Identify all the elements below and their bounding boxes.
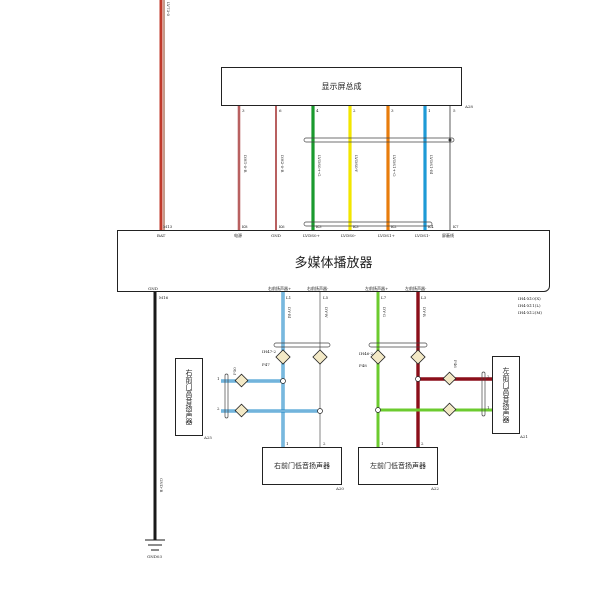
display-assembly-box: 显示屏总成: [221, 67, 462, 106]
player-pin-label: LVDS0+: [303, 233, 320, 238]
shield-junction: [448, 138, 452, 142]
player-connector-id: IH4-X10(X): [518, 296, 541, 301]
wire-code-lf2: DY-R: [422, 307, 427, 317]
player-pin: K4: [428, 224, 434, 229]
rf-woofer-wires: [281, 292, 321, 447]
player-pin: K6: [279, 224, 285, 229]
lf-tweeter-label: 左前门高音扬声器: [502, 367, 510, 423]
lf-tweeter-box: 左前门高音扬声器: [492, 356, 520, 434]
display-pin: 4: [316, 108, 319, 113]
player-pin: M16: [159, 295, 169, 300]
player-pin-label: 电源: [234, 233, 242, 238]
player-pin-label: 左前扬声器+: [365, 286, 389, 291]
player-pin: L3: [421, 295, 427, 300]
inline-connector-label: P46: [453, 360, 458, 368]
player-pin: L5: [323, 295, 329, 300]
connector-a22-label: A22: [431, 486, 439, 491]
display-pin: 6: [279, 108, 282, 113]
lf-tweeter-wires: [378, 377, 492, 412]
player-pin-label: BAT: [157, 233, 166, 238]
connector-a21-label: A21: [520, 434, 528, 439]
rf-tweeter-wires: [221, 379, 320, 413]
inline-connector-label: IH47-2: [262, 349, 277, 354]
player-pin: K8: [242, 224, 248, 229]
player-pin: K2: [391, 224, 397, 229]
wire-code-lvds1p: LVDS1+-O: [392, 155, 397, 177]
player-pin: K7: [453, 224, 459, 229]
inline-connector-label: P47: [262, 362, 270, 367]
speaker-pin: 1: [487, 405, 490, 410]
shield-bundle-marks: [303, 137, 455, 227]
wire-code-lvds0p: LVDS0+-G: [317, 155, 322, 177]
player-pin: L7: [381, 295, 387, 300]
player-pin: L1: [286, 295, 292, 300]
player-pin: K3: [353, 224, 359, 229]
speaker-pin: 2: [323, 441, 326, 446]
speaker-pin: 1: [381, 441, 384, 446]
splice-dots: [280, 376, 421, 414]
speaker-pin: 2: [487, 374, 490, 379]
player-pin-label: GND: [148, 286, 158, 291]
wire-code-gnd-main: GND-B: [159, 478, 164, 493]
rf-woofer-label: 右前门低音扬声器: [274, 462, 330, 470]
wire-code-lvds1n: LVDS1-Bl: [429, 155, 434, 175]
player-pin-label: 左前扬声器-: [405, 286, 427, 291]
player-pin-label: 屏蔽线: [442, 233, 454, 238]
display-pin: 1: [428, 108, 431, 113]
display-pin: 3: [242, 108, 245, 113]
connector-a28-label: A28: [465, 104, 473, 109]
bat-wire: [159, 0, 165, 232]
wire-code-lf1: DY-G: [382, 307, 387, 317]
player-pin-label: LVDS1-: [415, 233, 430, 238]
player-connector-id: IH4-X12(M): [518, 310, 542, 315]
player-pin-label: GND: [271, 233, 281, 238]
player-pin-label: 右前扬声器-: [307, 286, 329, 291]
wire-code-rf1: DY-Bl: [287, 307, 292, 318]
tweeter-brackets: [224, 371, 486, 419]
inline-connector-label: IH46-2: [359, 351, 374, 356]
player-connector-id: IH4-X11(L): [518, 303, 541, 308]
inline-connector-label: P48: [359, 363, 367, 368]
rf-woofer-box: 右前门低音扬声器: [262, 447, 342, 485]
speaker-pin: 2: [421, 441, 424, 446]
display-pin: 5: [453, 108, 456, 113]
rf-tweeter-label: 右前门高音扬声器: [185, 369, 193, 425]
lf-woofer-box: 左前门低音扬声器: [358, 447, 438, 485]
connector-a20-label: A20: [336, 486, 344, 491]
speaker-pin: 1: [217, 376, 220, 381]
player-pin-label: LVDS0-: [341, 233, 356, 238]
speaker-pin: 1: [286, 441, 289, 446]
player-pin-label: 右前扬声器+: [268, 286, 292, 291]
display-assembly-label: 显示屏总成: [321, 82, 362, 91]
wire-code-rf2: DY-W: [324, 307, 329, 318]
wire-code-gnd: DH2-0-B: [280, 155, 285, 173]
multimedia-player-box: 多媒体播放器: [117, 230, 550, 292]
display-pin: 3: [391, 108, 394, 113]
inline-connector-label: P50: [232, 367, 237, 375]
rf-tweeter-box: 右前门高音扬声器: [175, 358, 203, 436]
wire-code-lvds0n: LVDS0-Y: [354, 155, 359, 173]
ground-point-label: GND03: [147, 554, 162, 559]
player-pin: K3: [316, 224, 322, 229]
lf-woofer-label: 左前门低音扬声器: [370, 462, 426, 470]
speaker-pin: 2: [217, 406, 220, 411]
ground-symbol: [145, 539, 165, 551]
wire-code-power: DH1-0-R: [243, 155, 248, 173]
multimedia-player-label: 多媒体播放器: [294, 255, 373, 271]
inline-connectors: [234, 349, 457, 418]
speaker-bundle-marks: [273, 342, 428, 348]
connector-a25-label: A25: [204, 435, 212, 440]
player-pin: M13: [163, 224, 173, 229]
wire-code-bat: LV73-0: [166, 2, 171, 17]
lf-woofer-wires: [376, 292, 420, 447]
display-pin: 2: [353, 108, 356, 113]
player-pin-label: LVDS1+: [378, 233, 395, 238]
